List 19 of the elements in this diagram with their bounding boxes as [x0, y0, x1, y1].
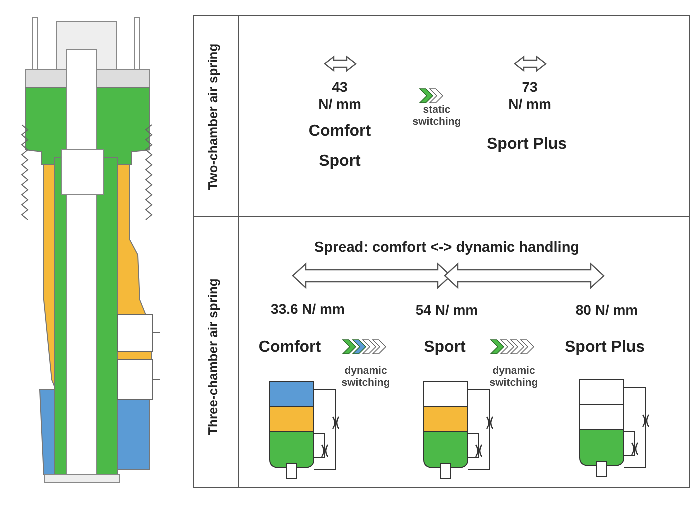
mode-label: Sport Plus — [487, 136, 567, 154]
mode-label: Comfort — [258, 339, 322, 357]
mode-label: Sport — [319, 153, 361, 171]
stiffness-value: 80 N/ mm — [576, 302, 638, 318]
spread-heading: Spread: comfort <-> dynamic handling — [314, 240, 580, 256]
switching-note: dynamic switching — [488, 364, 540, 390]
mode-label: Sport — [424, 339, 466, 357]
mode-label: Comfort — [308, 123, 372, 141]
row-heading: Two-chamber air spring — [206, 44, 220, 190]
stiffness-value: N/ mm — [318, 96, 362, 112]
mode-label: Sport Plus — [565, 339, 645, 357]
row-heading: Three-chamber air spring — [206, 278, 220, 436]
switching-note: dynamic switching — [340, 364, 392, 390]
stiffness-value: N/ mm — [508, 96, 552, 112]
stiffness-value: 33.6 N/ mm — [271, 301, 345, 317]
stiffness-value: 43 — [332, 79, 348, 95]
switching-note: static switching — [412, 104, 462, 128]
stiffness-value: 73 — [522, 79, 538, 95]
stiffness-value: 54 N/ mm — [416, 302, 478, 318]
